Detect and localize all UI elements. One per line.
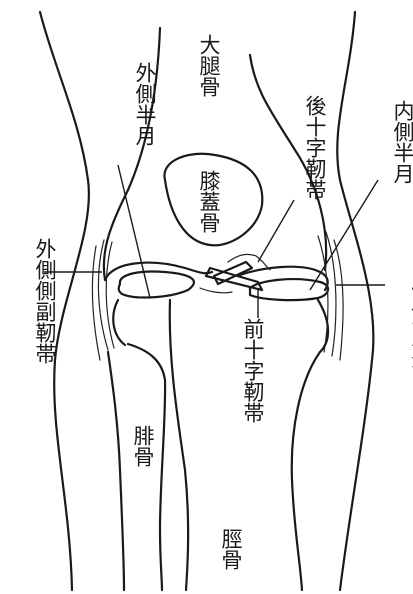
label-medial-meniscus: 内側半月 bbox=[366, 100, 413, 148]
label-tibia: 脛骨 bbox=[218, 528, 242, 570]
tibia-outline-right bbox=[292, 352, 320, 590]
tibia-outline-left bbox=[170, 300, 188, 590]
fibula-outline-left bbox=[108, 352, 124, 590]
tibia-head bbox=[113, 300, 328, 352]
label-femur: 大腿骨 bbox=[196, 34, 220, 97]
label-lateral-meniscus: 外側半月 bbox=[108, 62, 156, 110]
label-fibula: 腓骨 bbox=[130, 425, 154, 467]
lateral-meniscus-shape bbox=[119, 272, 194, 298]
fibula-outline-right bbox=[128, 344, 165, 590]
leader-posterior-cruciate bbox=[258, 200, 294, 262]
label-patella: 膝蓋骨 bbox=[196, 170, 220, 233]
label-anterior-cruciate: 前十字靭帯 bbox=[240, 318, 264, 423]
label-medial-collateral: 内側側副靭帯 bbox=[384, 258, 413, 328]
label-posterior-cruciate: 後十字靭帯 bbox=[278, 95, 326, 195]
label-lateral-collateral: 外側側副靭帯 bbox=[8, 238, 56, 308]
